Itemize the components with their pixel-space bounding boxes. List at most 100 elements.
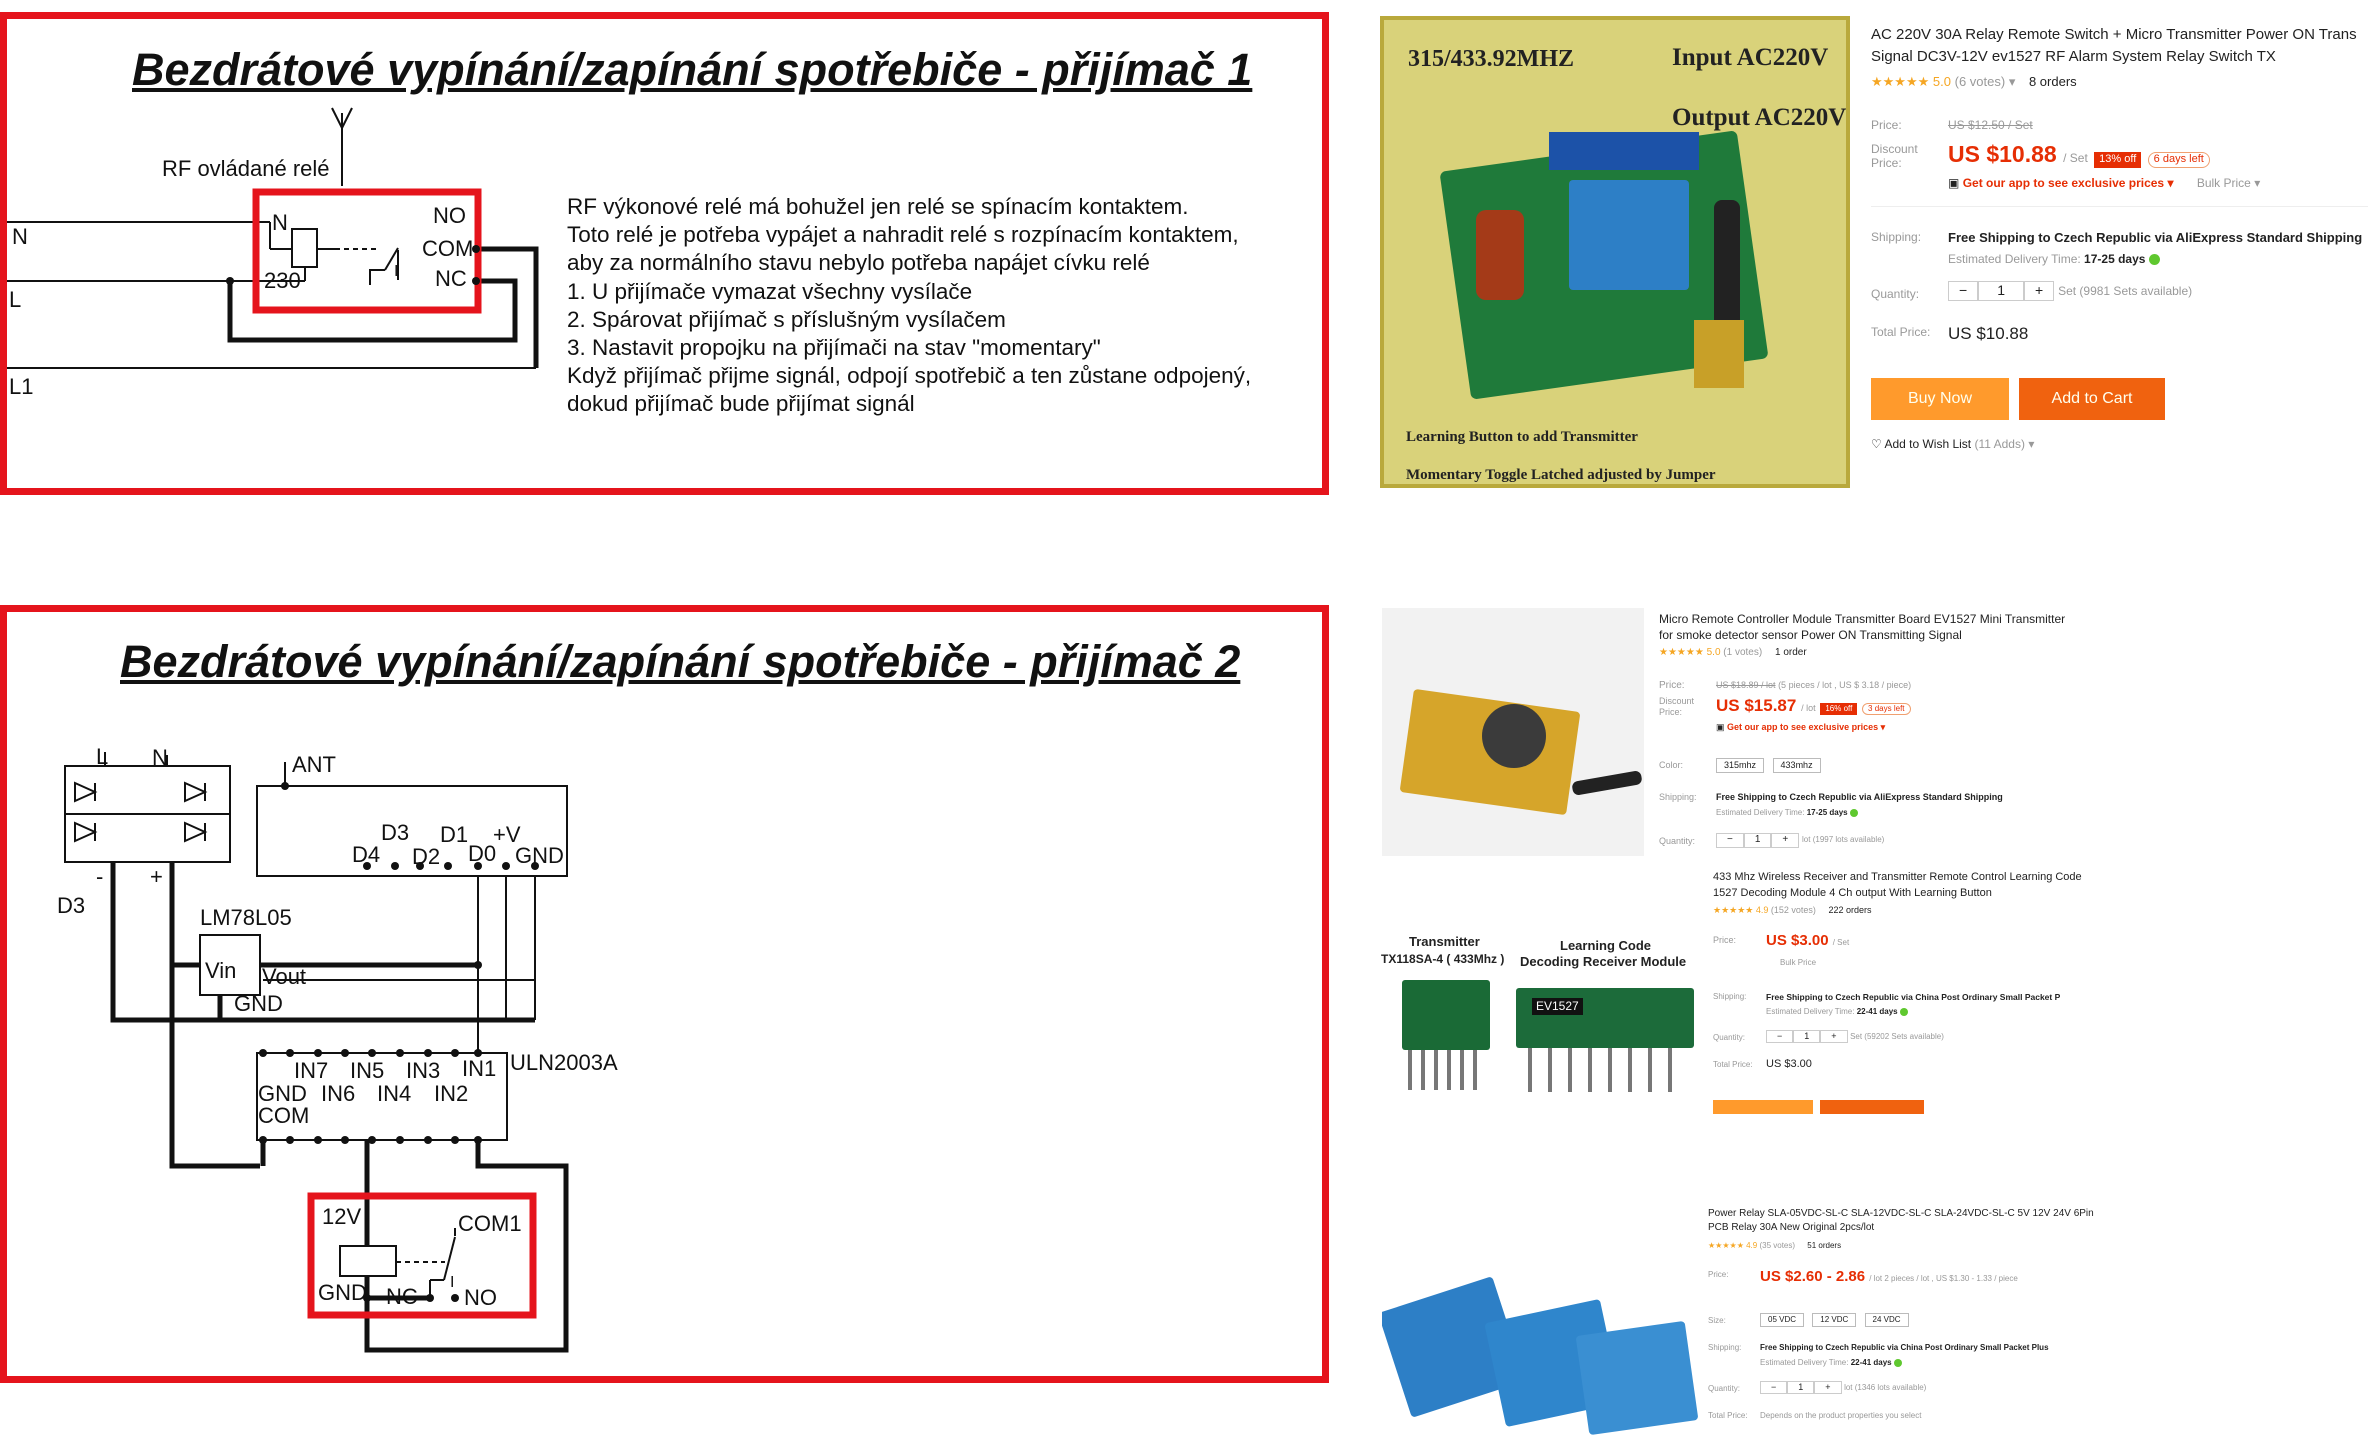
listing2-price-label: Price: bbox=[1659, 680, 1685, 691]
photo3-receiver2: Decoding Receiver Module bbox=[1520, 954, 1687, 969]
color-option-433[interactable]: 433mhz bbox=[1772, 758, 1821, 774]
listing2-qty-stepper[interactable]: −1+ lot (1997 lots available) bbox=[1716, 833, 1884, 848]
driver-in7: IN7 bbox=[294, 1058, 329, 1083]
listing1-quantity-label: Quantity: bbox=[1871, 287, 1920, 301]
listing1-wish-row[interactable]: ♡ Add to Wish List (11 Adds) ▾ bbox=[1871, 437, 2034, 452]
listing3-bulk[interactable]: Bulk Price bbox=[1780, 958, 1817, 967]
photo1-learning: Learning Button to add Transmitter bbox=[1406, 429, 1638, 445]
listing2-title1[interactable]: Micro Remote Controller Module Transmitt… bbox=[1659, 612, 2066, 626]
listing1-wishlist[interactable]: Add to Wish List bbox=[1884, 437, 1972, 451]
listing1-qty-stepper[interactable]: −1+ Set (9981 Sets available) bbox=[1948, 281, 2192, 301]
description-line: Když přijímač přijme signál, odpojí spot… bbox=[567, 363, 1252, 389]
qty-plus-button[interactable]: + bbox=[1820, 1030, 1848, 1044]
listing3-qty-stepper[interactable]: −1+ Set (59202 Sets available) bbox=[1766, 1030, 1944, 1044]
listing2-shipping: Free Shipping to Czech Republic via AliE… bbox=[1716, 792, 2003, 802]
qty-value[interactable]: 1 bbox=[1793, 1030, 1821, 1044]
transmitter-board bbox=[1694, 320, 1744, 388]
listing1-title2[interactable]: Signal DC3V-12V ev1527 RF Alarm System R… bbox=[1871, 48, 2276, 65]
listing1-votes[interactable]: (6 votes) bbox=[1954, 74, 2006, 89]
listing4-qty-stepper[interactable]: −1+ lot (1346 lots available) bbox=[1760, 1381, 1927, 1395]
listing3-title2[interactable]: 1527 Decoding Module 4 Ch output With Le… bbox=[1713, 887, 1992, 899]
receiver1-panel bbox=[0, 12, 1329, 495]
qty-minus-button[interactable]: − bbox=[1766, 1030, 1794, 1044]
heart-icon[interactable]: ♡ bbox=[1871, 437, 1882, 451]
qty-minus-button[interactable]: − bbox=[1716, 833, 1744, 848]
listing3-shipping: Free Shipping to Czech Republic via Chin… bbox=[1766, 992, 2061, 1002]
buy-now-button[interactable]: Buy Now bbox=[1871, 378, 2009, 420]
listing3-shipping-label: Shipping: bbox=[1713, 992, 1747, 1001]
relay2-gnd: GND bbox=[318, 1280, 367, 1305]
listing1-price-label: Price: bbox=[1871, 118, 1902, 132]
listing1-orders: 8 orders bbox=[2028, 74, 2077, 89]
qty-minus-button[interactable]: − bbox=[1760, 1381, 1788, 1395]
listing1-rating-row: ★★★★★ 5.0 (6 votes) ▾ 8 orders bbox=[1871, 74, 2077, 90]
driver-in5: IN5 bbox=[350, 1058, 385, 1083]
listing3-quantity-label: Quantity: bbox=[1713, 1033, 1746, 1042]
listing2-votes[interactable]: (1 votes) bbox=[1723, 647, 1763, 658]
listing4-rating-row: ★★★★★ 4.9 (35 votes) 51 orders bbox=[1708, 1241, 1841, 1251]
listing1-discount-label2: Price: bbox=[1871, 156, 1902, 170]
qty-value[interactable]: 1 bbox=[1978, 281, 2024, 301]
size-option-05[interactable]: 05 VDC bbox=[1760, 1313, 1805, 1327]
driver-gnd: GND bbox=[258, 1081, 307, 1106]
listing2-app-promo[interactable]: Get our app to see exclusive prices bbox=[1727, 722, 1879, 732]
listing4-votes[interactable]: (35 votes) bbox=[1759, 1241, 1796, 1250]
driver-in4: IN4 bbox=[377, 1081, 412, 1106]
listing1-app-promo[interactable]: Get our app to see exclusive prices bbox=[1962, 176, 2165, 190]
listing2-discount-label1: Discount bbox=[1659, 696, 1695, 706]
buy-now-button[interactable] bbox=[1713, 1100, 1813, 1114]
listing1-shipping: Free Shipping to Czech Republic via AliE… bbox=[1948, 230, 2363, 245]
listing4-available: lot (1346 lots available) bbox=[1844, 1383, 1927, 1392]
listing1-bulk[interactable]: Bulk Price bbox=[2196, 176, 2251, 190]
qty-value[interactable]: 1 bbox=[1787, 1381, 1815, 1395]
listing2-title2[interactable]: for smoke detector sensor Power ON Trans… bbox=[1659, 628, 1962, 642]
listing4-size-label: Size: bbox=[1708, 1316, 1726, 1325]
description-line: RF výkonové relé má bohužel jen relé se … bbox=[567, 194, 1189, 219]
listing3-rating-row: ★★★★★ 4.9 (152 votes) 222 orders bbox=[1713, 905, 1871, 916]
relay-n-label: N bbox=[272, 210, 288, 235]
listing4-sizes: 05 VDC 12 VDC 24 VDC bbox=[1760, 1313, 1915, 1327]
star-icon: ★★★★★ bbox=[1708, 1241, 1744, 1250]
line-l-label: L bbox=[9, 287, 22, 312]
size-option-12[interactable]: 12 VDC bbox=[1812, 1313, 1857, 1327]
qr-icon: ▣ bbox=[1716, 722, 1725, 732]
photo1-momentary: Momentary Toggle Latched adjusted by Jum… bbox=[1406, 467, 1716, 483]
listing2-delivery: 17-25 days bbox=[1806, 808, 1848, 817]
listing3-total-label: Total Price: bbox=[1713, 1060, 1753, 1069]
color-option-315[interactable]: 315mhz bbox=[1716, 758, 1765, 774]
star-icon: ★★★★★ bbox=[1659, 647, 1704, 658]
listing1-rating: 5.0 bbox=[1932, 74, 1951, 89]
bridge-l-label: L bbox=[96, 744, 109, 769]
qty-value[interactable]: 1 bbox=[1743, 833, 1772, 848]
qr-icon: ▣ bbox=[1948, 176, 1960, 190]
listing3-available: Set (59202 Sets available) bbox=[1850, 1032, 1944, 1041]
qty-plus-button[interactable]: + bbox=[1771, 833, 1800, 848]
description-line: 1. U přijímače vymazat všechny vysílače bbox=[567, 278, 973, 304]
size-option-24[interactable]: 24 VDC bbox=[1864, 1313, 1909, 1327]
tx-pins bbox=[1408, 1050, 1484, 1090]
qty-plus-button[interactable]: + bbox=[2023, 281, 2055, 301]
description-line: 3. Nastavit propojku na přijímači na sta… bbox=[567, 335, 1101, 361]
listing2-old-row: US $18.89 / lot (5 pieces / lot , US $ 3… bbox=[1716, 680, 1911, 691]
listing4-price-row: US $2.60 - 2.86 / lot 2 pieces / lot , U… bbox=[1760, 1268, 2018, 1287]
add-to-cart-button[interactable] bbox=[1820, 1100, 1924, 1114]
pin-d2-label: D2 bbox=[412, 844, 441, 869]
receiver1-title: Bezdrátové vypínání/zapínání spotřebiče … bbox=[132, 44, 1253, 95]
qty-minus-button[interactable]: − bbox=[1948, 281, 1979, 301]
listing3-title1[interactable]: 433 Mhz Wireless Receiver and Transmitte… bbox=[1713, 871, 2082, 883]
relay-caption: RF ovládané relé bbox=[162, 156, 330, 181]
listing2-rating: 5.0 bbox=[1706, 647, 1721, 658]
listing4-title1[interactable]: Power Relay SLA-05VDC-SL-C SLA-12VDC-SL-… bbox=[1708, 1208, 2094, 1219]
add-to-cart-button[interactable]: Add to Cart bbox=[2019, 378, 2165, 420]
listing2-colors: 315mhz 433mhz bbox=[1716, 758, 1827, 774]
listing4-orders: 51 orders bbox=[1807, 1241, 1842, 1250]
listing3-votes[interactable]: (152 votes) bbox=[1770, 905, 1816, 915]
regulator-gnd: GND bbox=[234, 991, 283, 1016]
listing2-price-row: US $15.87 / lot 16% off 3 days left bbox=[1716, 695, 1911, 716]
listing4-title2[interactable]: PCB Relay 30A New Original 2pcs/lot bbox=[1708, 1222, 1875, 1233]
regulator-vin: Vin bbox=[205, 958, 237, 983]
qty-plus-button[interactable]: + bbox=[1814, 1381, 1842, 1395]
listing1-price-row: US $10.88 / Set 13% off 6 days left bbox=[1948, 140, 2210, 169]
listing1-title1[interactable]: AC 220V 30A Relay Remote Switch + Micro … bbox=[1871, 26, 2357, 43]
